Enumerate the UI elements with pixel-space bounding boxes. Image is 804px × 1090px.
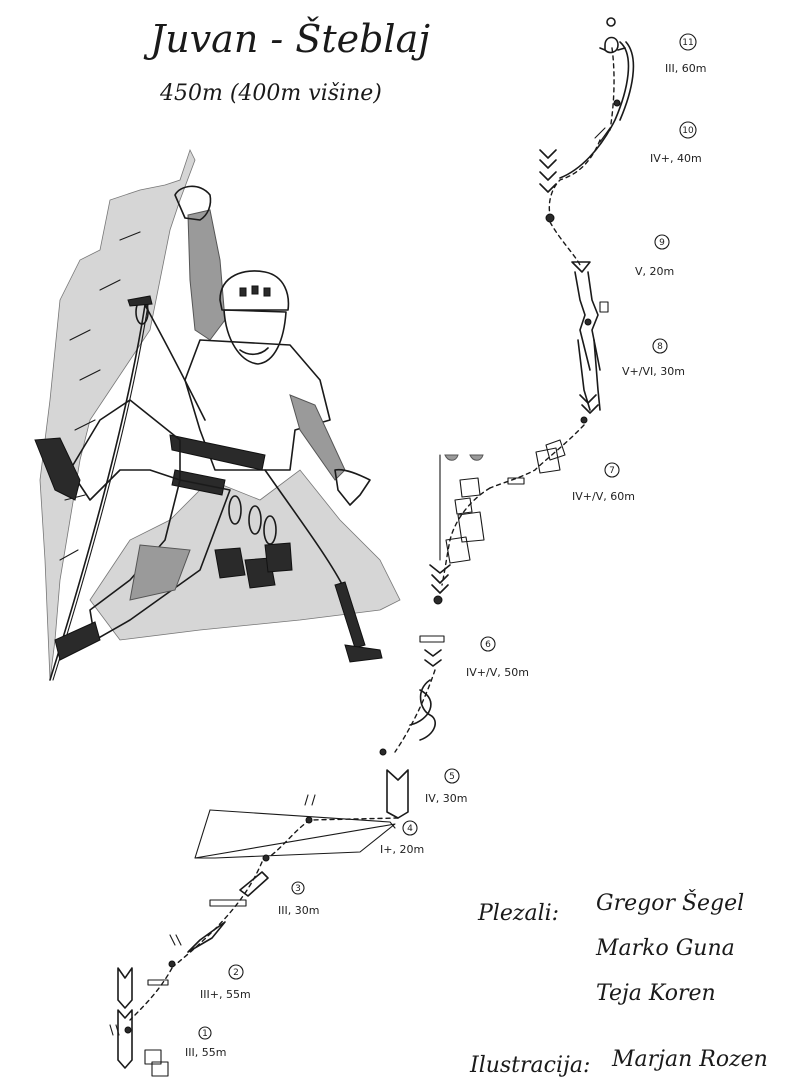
- svg-text:III+, 55m: III+, 55m: [200, 988, 251, 1001]
- climber-name-1: Gregor Šegel: [596, 889, 744, 916]
- pitch-10: 10 IV+, 40m: [650, 121, 702, 165]
- climber-illustration: [34, 148, 401, 681]
- pitch-labels: 11 III, 60m 10 IV+, 40m 9 V, 20m 8 V+/VI…: [185, 33, 706, 1059]
- climber-right-arm: [289, 394, 346, 481]
- illustrator-name: Marjan Rozen: [611, 1047, 768, 1072]
- pitch-4: 4 I+, 20m: [380, 820, 424, 856]
- svg-text:I+, 20m: I+, 20m: [380, 843, 424, 856]
- svg-text:5: 5: [449, 772, 455, 782]
- svg-text:IV+, 40m: IV+, 40m: [650, 152, 702, 165]
- mountain-background: [89, 469, 401, 641]
- climber-face: [223, 309, 287, 365]
- svg-text:2: 2: [233, 968, 239, 978]
- svg-text:11: 11: [682, 38, 693, 48]
- climber-left-leg: [69, 399, 181, 501]
- gear-rack: [214, 495, 293, 589]
- illustration-label: Ilustracija:: [469, 1053, 590, 1078]
- pitch-9: 9 V, 20m: [635, 234, 674, 278]
- climber-harness: [169, 434, 266, 471]
- svg-text:9: 9: [659, 238, 665, 248]
- svg-text:IV+/V, 60m: IV+/V, 60m: [572, 490, 635, 503]
- credits: Plezali: Gregor Šegel Marko Guna Teja Ko…: [469, 889, 768, 1078]
- pitch-7: 7 IV+/V, 60m: [572, 462, 635, 503]
- svg-text:V+/VI, 30m: V+/VI, 30m: [622, 365, 685, 378]
- ledge-pitch-4: [194, 823, 396, 859]
- svg-text:6: 6: [485, 640, 491, 650]
- pitch-8: 8 V+/VI, 30m: [622, 338, 685, 378]
- climber-raised-arm: [187, 209, 226, 341]
- svg-text:7: 7: [609, 466, 615, 476]
- summit-figure-icon: [604, 17, 619, 54]
- pitch-1: 1 III, 55m: [185, 1026, 226, 1059]
- svg-text:1: 1: [202, 1029, 208, 1039]
- route-line: [109, 17, 635, 1077]
- svg-text:V, 20m: V, 20m: [635, 265, 674, 278]
- svg-text:IV+/V, 50m: IV+/V, 50m: [466, 666, 529, 679]
- climber-name-3: Teja Koren: [596, 981, 716, 1006]
- svg-text:III, 30m: III, 30m: [278, 904, 319, 917]
- pitch-3: 3 III, 30m: [278, 881, 319, 917]
- rope: [49, 304, 146, 681]
- svg-text:8: 8: [657, 342, 663, 352]
- route-subtitle: 450m (400m višine): [159, 81, 382, 106]
- svg-text:3: 3: [295, 884, 301, 894]
- svg-text:10: 10: [682, 126, 694, 136]
- svg-text:III, 55m: III, 55m: [185, 1046, 226, 1059]
- piton-icon: [127, 295, 153, 307]
- climber-helmet: [219, 270, 290, 311]
- ice-axe-icon: [334, 581, 366, 649]
- pitch-11: 11 III, 60m: [665, 33, 706, 75]
- climber-torso: [184, 339, 331, 471]
- svg-text:IV, 30m: IV, 30m: [425, 792, 467, 805]
- pitch-2: 2 III+, 55m: [200, 964, 251, 1001]
- route-title: Juvan - Šteblaj: [143, 17, 430, 61]
- svg-text:III, 60m: III, 60m: [665, 62, 706, 75]
- svg-text:4: 4: [407, 824, 413, 834]
- pitch-6: 6 IV+/V, 50m: [466, 636, 529, 679]
- climbers-label: Plezali:: [477, 901, 559, 926]
- pitch-5: 5 IV, 30m: [425, 768, 467, 805]
- climber-name-2: Marko Guna: [595, 936, 735, 961]
